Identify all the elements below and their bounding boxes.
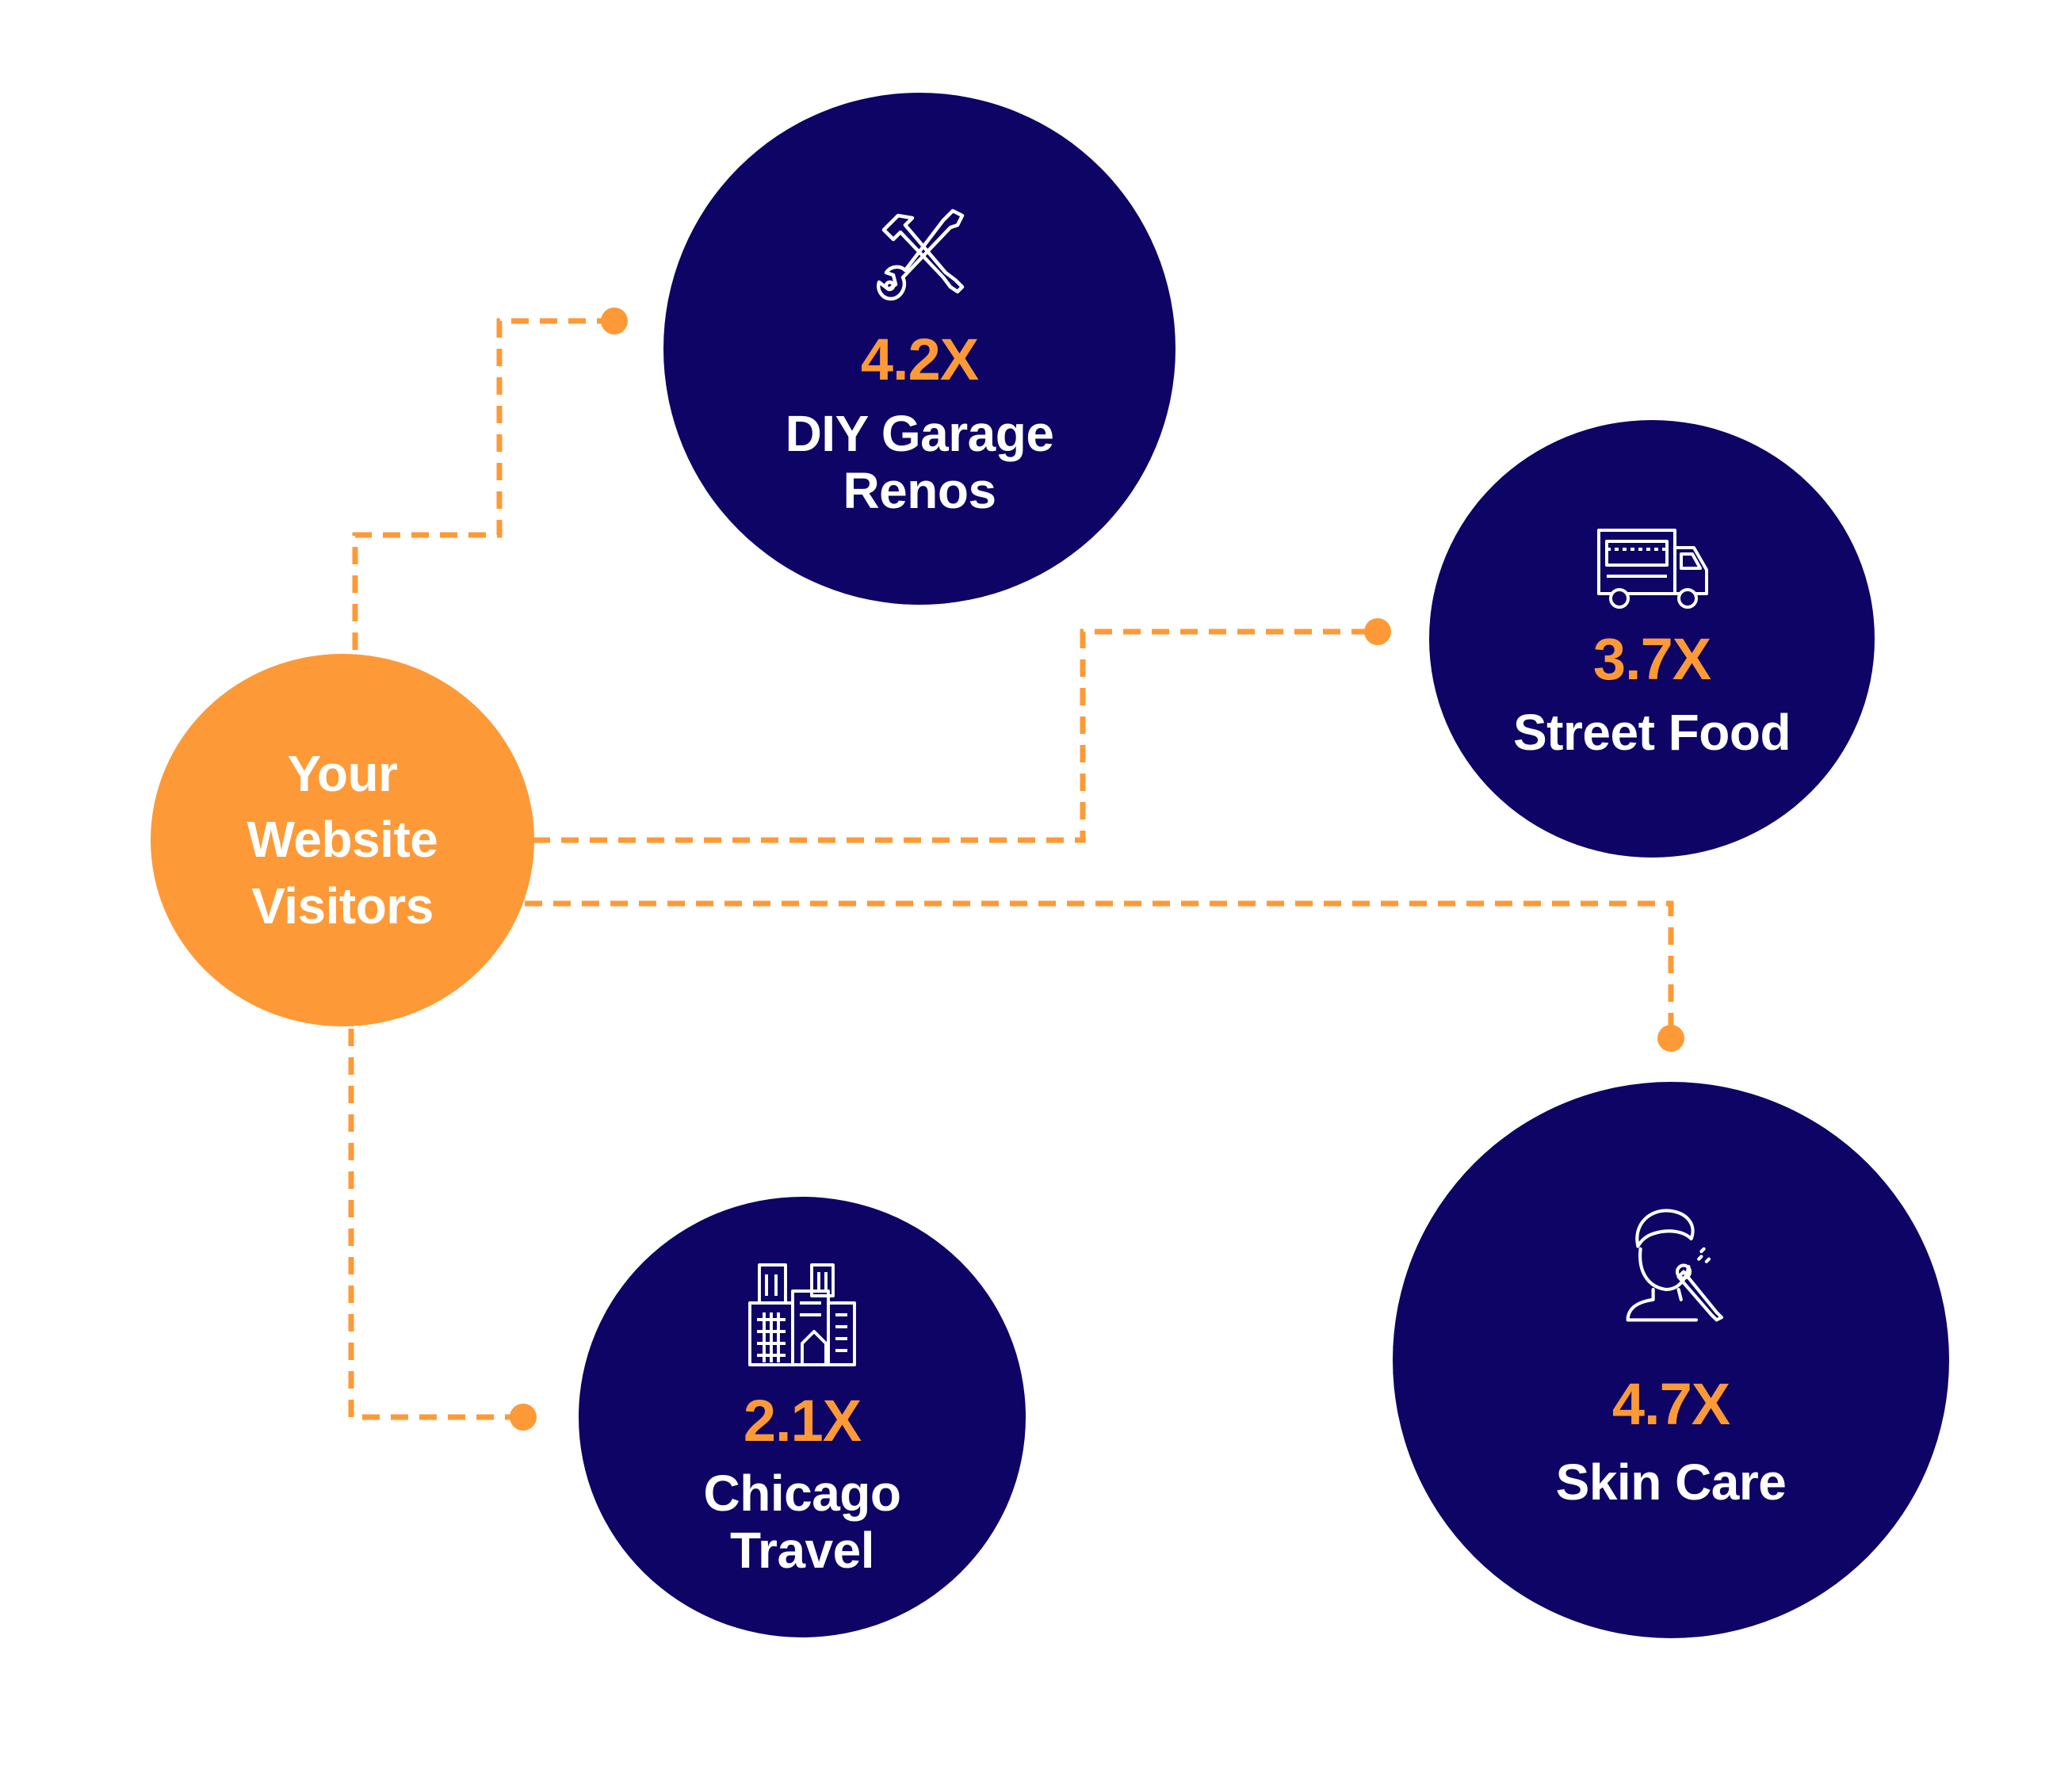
city-buildings-icon bbox=[743, 1255, 862, 1374]
multiplier-chicago: 2.1X bbox=[743, 1387, 862, 1454]
connector-dot-chicago bbox=[510, 1404, 537, 1431]
label-chicago-line1: Chicago bbox=[703, 1465, 901, 1523]
multiplier-skin-care: 4.7X bbox=[1611, 1371, 1730, 1438]
multiplier-street-food: 3.7X bbox=[1592, 626, 1711, 693]
connector-dot-street-food bbox=[1364, 618, 1391, 645]
connector-street-food bbox=[533, 629, 1378, 843]
connector-skin-care bbox=[525, 900, 1674, 1038]
hammer-wrench-icon bbox=[860, 194, 979, 313]
face-roller-icon bbox=[1608, 1201, 1734, 1328]
connector-dot-skin-care bbox=[1657, 1025, 1684, 1052]
node-chicago-travel: 2.1X Chicago Travel bbox=[579, 1197, 1026, 1637]
label-skin-care: Skin Care bbox=[1555, 1453, 1787, 1511]
hub-label-line3: Visitors bbox=[251, 877, 434, 934]
label-chicago-line2: Travel bbox=[729, 1521, 875, 1579]
multiplier-diy: 4.2X bbox=[860, 326, 979, 392]
connector-diy bbox=[352, 318, 614, 650]
label-diy-line1: DIY Garage bbox=[785, 405, 1054, 463]
food-truck-icon bbox=[1592, 524, 1711, 611]
node-street-food: 3.7X Street Food bbox=[1429, 420, 1875, 858]
hub-circle: Your Website Visitors bbox=[151, 654, 534, 1026]
node-skin-care: 4.7X Skin Care bbox=[1393, 1082, 1949, 1638]
label-street-food: Street Food bbox=[1512, 703, 1791, 761]
connector-chicago bbox=[348, 1029, 523, 1420]
hub-label-line2: Website bbox=[247, 811, 438, 869]
node-diy-garage-renos: 4.2X DIY Garage Renos bbox=[663, 93, 1176, 605]
hub-label-line1: Your bbox=[287, 745, 398, 803]
connector-dot-diy bbox=[601, 308, 628, 334]
label-diy-line2: Renos bbox=[843, 461, 996, 519]
